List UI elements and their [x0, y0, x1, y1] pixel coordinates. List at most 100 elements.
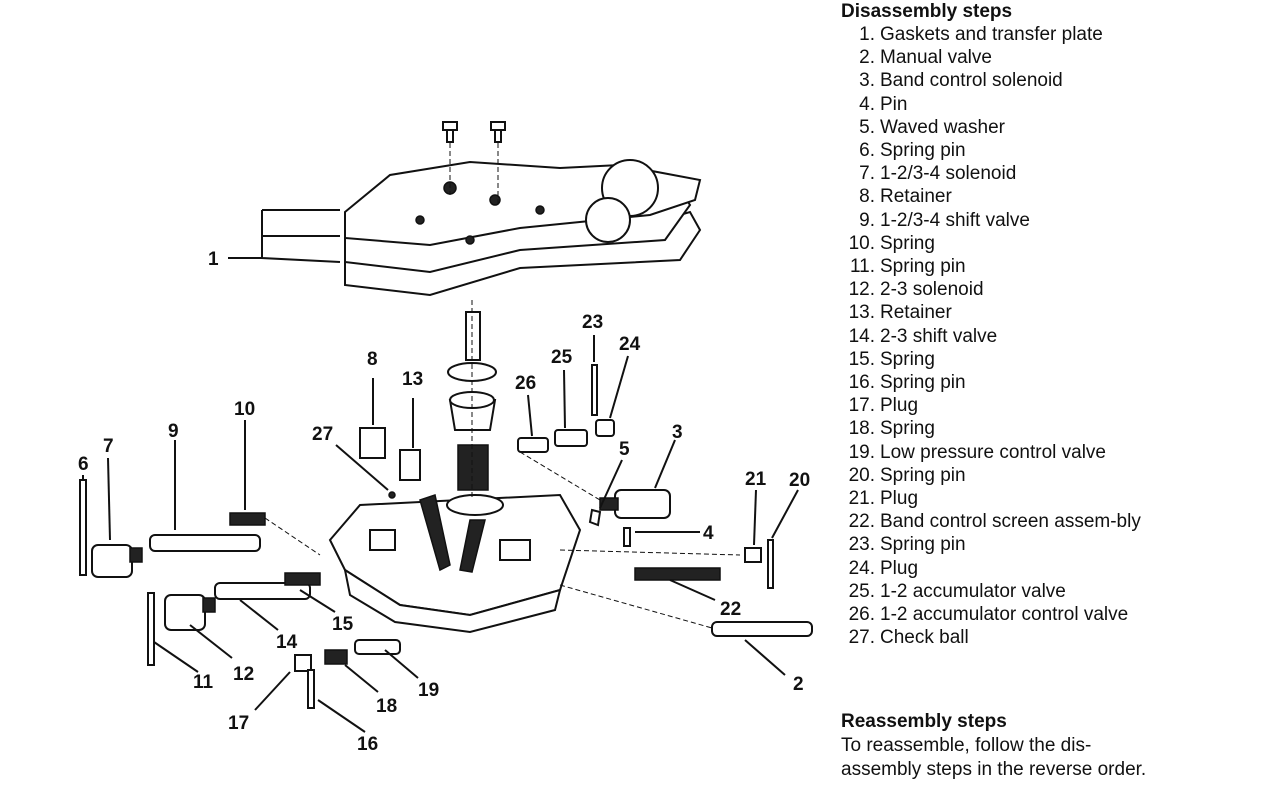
exploded-valve-body-diagram: 1 2 3 4 5 6 7 8 9 10 11 12 13 14 15 16 1…: [78, 121, 813, 755]
disassembly-step: 27.Check ball: [841, 626, 1151, 649]
valve-body: [328, 493, 582, 634]
step-number: 5.: [859, 116, 875, 138]
check-ball-27: [388, 491, 396, 499]
callout-8: 8: [367, 349, 378, 370]
plug-24: [595, 419, 615, 437]
step-text: 1-2 accumulator control valve: [880, 604, 1129, 626]
disassembly-step: 11.Spring pin: [841, 255, 1151, 278]
callout-23: 23: [582, 312, 603, 333]
callout-12: 12: [233, 664, 254, 685]
step-text: 1-2/3-4 solenoid: [880, 163, 1017, 185]
pin-4: [623, 527, 631, 547]
step-text: Band control solenoid: [880, 70, 1063, 92]
step-number: 1.: [859, 24, 875, 45]
step-text: Plug: [880, 557, 919, 579]
disassembly-step: 25.1-2 accumulator valve: [841, 580, 1151, 603]
step-text: Band control screen assem-bly: [880, 511, 1141, 533]
callout-26: 26: [515, 373, 536, 394]
step-number: 15.: [848, 348, 875, 370]
reassembly-text: To reassemble, follow the dis-assembly s…: [841, 735, 1147, 780]
step-number: 10.: [848, 232, 875, 254]
step-number: 2.: [859, 47, 875, 69]
disassembly-step: 2.Manual valve: [841, 46, 1151, 69]
spring-10: [229, 512, 266, 526]
callout-14: 14: [276, 632, 298, 653]
step-number: 26.: [848, 604, 875, 626]
step-text: Spring pin: [880, 372, 966, 394]
disassembly-steps-panel: Disassembly steps 1.Gaskets and transfer…: [841, 0, 1151, 649]
step-text: 2-3 shift valve: [880, 325, 998, 347]
disassembly-step: 9.1-2/3-4 shift valve: [841, 209, 1151, 232]
callout-4: 4: [703, 523, 714, 544]
spring-pin-11: [147, 592, 155, 666]
spring-pin-6: [79, 479, 87, 576]
step-text: Gaskets and transfer plate: [880, 24, 1103, 45]
step-text: Spring pin: [880, 256, 966, 278]
plug-17: [294, 654, 312, 672]
reassembly-panel: Reassembly steps To reassemble, follow t…: [841, 710, 1151, 782]
callout-7: 7: [103, 436, 114, 457]
spring-18: [324, 649, 348, 665]
solenoid-12: [164, 594, 216, 631]
retainer-8: [359, 427, 386, 459]
step-number: 16.: [848, 372, 875, 394]
step-text: Manual valve: [880, 47, 992, 69]
step-text: Spring pin: [880, 464, 966, 486]
disassembly-step: 20.Spring pin: [841, 464, 1151, 487]
step-text: Check ball: [880, 627, 969, 649]
low-pressure-valve-19: [354, 639, 401, 655]
disassembly-step: 5.Waved washer: [841, 116, 1151, 139]
disassembly-step: 21.Plug: [841, 487, 1151, 510]
callout-16: 16: [357, 734, 378, 755]
step-text: Spring pin: [880, 534, 966, 556]
step-number: 6.: [859, 140, 875, 162]
step-text: Retainer: [880, 302, 952, 324]
callout-24: 24: [619, 334, 641, 355]
retainer-13: [399, 449, 421, 481]
shift-valve-14: [214, 582, 311, 600]
callout-13: 13: [402, 369, 423, 390]
step-number: 19.: [848, 441, 875, 463]
band-solenoid-3: [599, 489, 671, 519]
bolt-right: [490, 121, 506, 143]
disassembly-step: 10.Spring: [841, 232, 1151, 255]
step-number: 20.: [848, 464, 875, 486]
callout-15: 15: [332, 614, 354, 635]
callout-17: 17: [228, 713, 249, 734]
step-text: Spring: [880, 418, 935, 440]
disassembly-step: 1.Gaskets and transfer plate: [841, 23, 1151, 46]
step-number: 13.: [848, 302, 875, 324]
callout-10: 10: [234, 399, 255, 420]
step-number: 12.: [848, 279, 875, 301]
bolt-left: [442, 121, 458, 143]
spring-15: [284, 572, 321, 586]
disassembly-step: 8.Retainer: [841, 185, 1151, 208]
step-number: 3.: [859, 70, 875, 92]
disassembly-step: 26.1-2 accumulator control valve: [841, 603, 1151, 626]
step-number: 14.: [848, 325, 875, 347]
step-text: Spring: [880, 232, 935, 254]
disassembly-step: 17.Plug: [841, 394, 1151, 417]
disassembly-step: 22.Band control screen assem-bly: [841, 510, 1151, 533]
step-text: Waved washer: [880, 116, 1005, 138]
step-number: 4.: [859, 93, 875, 115]
step-number: 18.: [848, 418, 875, 440]
gasket-stack: [344, 135, 702, 297]
disassembly-step: 3.Band control solenoid: [841, 69, 1151, 92]
step-number: 27.: [848, 627, 875, 649]
step-number: 23.: [848, 534, 875, 556]
callout-18: 18: [376, 696, 397, 717]
step-number: 8.: [859, 186, 875, 208]
step-number: 9.: [859, 209, 875, 231]
disassembly-step: 16.Spring pin: [841, 371, 1151, 394]
disassembly-step: 14.2-3 shift valve: [841, 325, 1151, 348]
callout-19: 19: [418, 680, 439, 701]
step-number: 22.: [848, 511, 875, 533]
step-number: 7.: [859, 163, 875, 185]
step-number: 11.: [849, 256, 875, 278]
step-text: Pin: [880, 93, 908, 115]
callout-22: 22: [720, 599, 741, 620]
step-number: 25.: [848, 580, 875, 602]
disassembly-step: 23.Spring pin: [841, 533, 1151, 556]
step-text: Plug: [880, 395, 919, 417]
